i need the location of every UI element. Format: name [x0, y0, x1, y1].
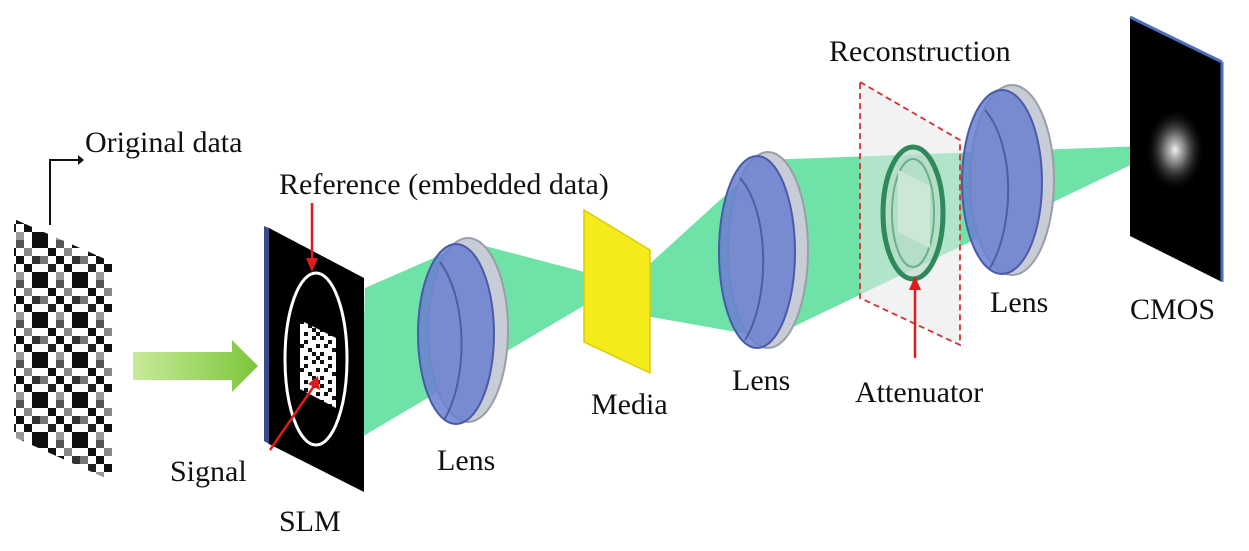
- reconstruction-label: Reconstruction: [829, 35, 1011, 68]
- original-data-leader-arrowhead: [78, 155, 84, 165]
- reference-pointer: [306, 203, 318, 272]
- original-data-label: Original data: [85, 126, 243, 159]
- lens-1-label: Lens: [437, 444, 496, 477]
- slm-panel: [264, 226, 364, 492]
- cmos-sensor: [1129, 15, 1224, 282]
- reference-label: Reference (embedded data): [279, 168, 609, 201]
- lens-2-label: Lens: [732, 364, 791, 397]
- attenuator-pointer: [909, 276, 921, 358]
- lens-3: [961, 84, 1055, 276]
- media-label: Media: [591, 388, 668, 421]
- signal-label: Signal: [170, 455, 247, 488]
- lens-2: [718, 151, 809, 349]
- slm-label: SLM: [279, 505, 341, 538]
- input-arrow: [133, 340, 258, 392]
- lens-1: [417, 237, 509, 425]
- attenuator-ring: [880, 144, 946, 282]
- media-plate: [583, 208, 651, 375]
- original-data-leader: [49, 159, 78, 225]
- signal-pointer: [268, 376, 320, 451]
- attenuator-label: Attenuator: [855, 376, 984, 409]
- original-data-pattern: [14, 219, 112, 481]
- lens-3-label: Lens: [990, 286, 1049, 319]
- cmos-label: CMOS: [1130, 293, 1216, 326]
